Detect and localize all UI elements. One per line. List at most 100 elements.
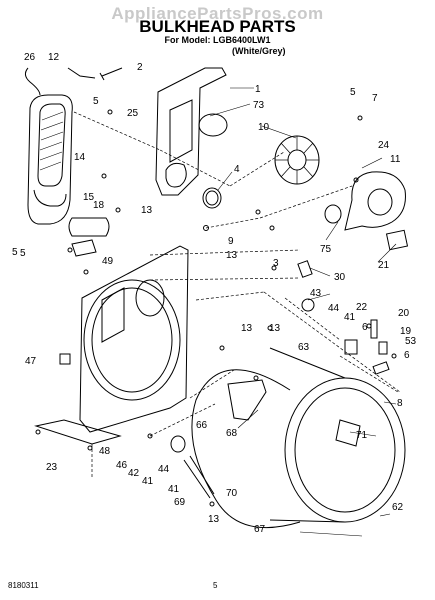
callout-3: 3 [273,258,279,269]
callout-21: 21 [378,260,390,271]
gas-valve [68,217,110,237]
watermark-logo: AppliancePartsPros.com [111,4,324,23]
blower-housing [344,171,406,231]
fuse-20 [370,319,378,339]
rear-bulkhead-duct [155,67,227,196]
callout-2: 2 [137,62,143,73]
callout-14: 14 [74,152,86,163]
gasket-75 [324,204,342,224]
callout-12: 12 [48,52,60,63]
callout-13: 13 [241,323,253,334]
callout-18: 18 [93,200,105,211]
blower-blades [275,136,319,184]
drum-opening-inner [91,287,173,393]
leader-lines [73,111,401,478]
duct-window [169,99,193,163]
idler-arm [183,455,215,499]
callout-41: 41 [344,312,356,323]
gasket-4 [202,187,222,209]
callout-22: 22 [356,302,368,313]
lint-screen [37,103,66,187]
callout-41: 41 [168,484,180,495]
callout-4: 4 [234,164,240,175]
callout-7: 7 [372,93,378,104]
callout-75: 75 [320,244,332,255]
thermostat-21 [385,229,409,251]
callout-70: 70 [226,488,238,499]
screw-markers [35,109,397,507]
page-number: 5 [213,581,218,590]
bulkhead-screen-vent [135,279,165,317]
callout-20: 20 [398,308,410,319]
switch-53 [372,361,390,375]
switch-22 [344,339,358,355]
callout-62: 62 [392,502,404,513]
drum-rim-inner [294,387,396,513]
gasket-4-inner [205,190,219,206]
callout-25: 25 [127,108,139,119]
model-number: For Model: LGB6400LW1 [164,35,271,45]
callout-5: 5 [93,96,99,107]
callout-5: 5 [20,248,26,259]
roller-44 [170,435,186,453]
callout-26: 26 [24,52,36,63]
callout-53: 53 [405,336,417,347]
callout-68: 68 [226,428,238,439]
drum-rim [284,377,406,523]
bulkhead-panel [79,245,189,433]
callout-67: 67 [254,524,266,535]
callout-71: 71 [356,430,368,441]
callout-leaders [209,87,397,537]
callout-1: 1 [255,84,261,95]
callout-6: 6 [404,350,410,361]
callout-13: 13 [269,323,281,334]
wire-harness [67,67,96,79]
callout-10: 10 [258,122,270,133]
lint-screen-mesh [39,111,64,171]
callout-69: 69 [174,497,186,508]
callout-47: 47 [25,356,37,367]
callout-41: 41 [142,476,154,487]
drum-baffle [227,379,267,421]
sensor-19 [378,341,388,355]
callout-11: 11 [390,154,401,165]
callout-66: 66 [196,420,208,431]
blower-housing-outlet [367,188,393,216]
callout-6: 6 [362,322,368,333]
callout-9: 9 [228,236,234,247]
callout-5: 5 [350,87,356,98]
felt-seal-73 [198,113,228,137]
drum-body [191,347,346,529]
callout-46: 46 [116,460,128,471]
igniter [71,239,97,257]
callout-44: 44 [328,303,340,314]
drum-opening [83,279,181,401]
diagram-part-number: 8180311 [8,581,39,590]
power-cord [24,67,41,96]
bulkhead-bracket [101,287,125,343]
callout-19: 19 [400,326,412,337]
callout-48: 48 [99,446,111,457]
drum-glide [335,419,361,447]
callout-43: 43 [310,288,322,299]
leveling-leg [59,353,71,365]
callout-24: 24 [378,140,390,151]
color-variant: (White/Grey) [232,46,286,56]
callout-13: 13 [208,514,220,525]
callout-5: 5 [12,247,18,258]
callout-63: 63 [298,342,310,353]
callout-23: 23 [46,462,58,473]
callout-44: 44 [158,464,170,475]
blower-hub [287,149,307,171]
callout-8: 8 [397,398,403,409]
callout-42: 42 [128,468,140,479]
front-panel-lower [33,189,67,207]
roller-43 [301,298,315,312]
page-title: BULKHEAD PARTS [139,17,296,36]
duct-inlet [165,162,187,188]
callout-30: 30 [334,272,346,283]
callout-13: 13 [226,250,238,261]
